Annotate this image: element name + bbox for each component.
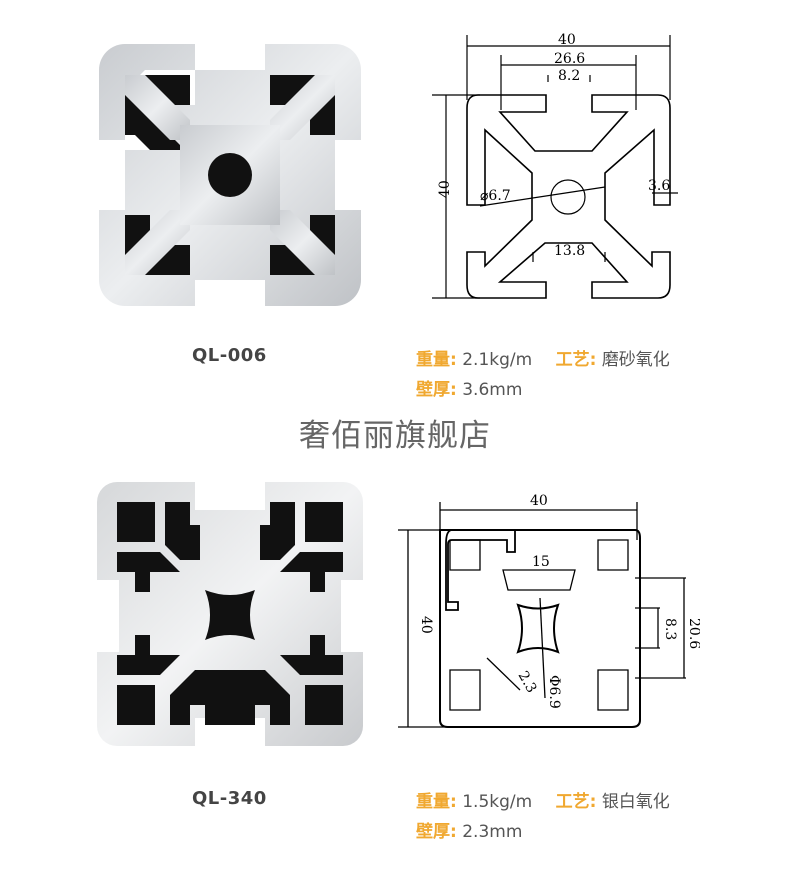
spec-row-wall-ql-006: 壁厚: 3.6mm <box>416 375 522 400</box>
dim-wall: 2.3 <box>515 669 540 696</box>
process-value: 磨砂氧化 <box>601 350 670 370</box>
wall-value: 3.6mm <box>462 380 523 400</box>
wall-label: 壁厚: <box>416 380 457 400</box>
weight-label: 重量: <box>416 350 457 370</box>
dim-width: 40 <box>558 32 576 48</box>
spec-row-wall-ql-340: 壁厚: 2.3mm <box>416 817 522 842</box>
dim-core: 15 <box>532 554 550 570</box>
spec-row-weight-process-ql-340: 重量: 1.5kg/m 工艺: 银白氧化 <box>416 787 670 812</box>
dim-core: 13.8 <box>554 243 585 259</box>
technical-drawing-ql-006: 40 26.6 8.2 ⌀6.7 3.6 13.8 40 <box>432 32 678 299</box>
dim-outer-span: 20.6 <box>686 618 700 649</box>
process-label: 工艺: <box>555 792 597 812</box>
dim-slot: 8.3 <box>662 618 678 640</box>
technical-drawing-ql-340: 40 15 40 20.6 8.3 2.3 Φ6.9 <box>398 493 700 728</box>
dim-hole: Φ6.9 <box>546 675 562 709</box>
profile-photo-ql-006 <box>95 40 365 310</box>
model-number-ql-340: QL-340 <box>192 788 267 809</box>
dim-height: 40 <box>418 616 434 634</box>
wall-label: 壁厚: <box>416 822 457 842</box>
model-number-ql-006: QL-006 <box>192 345 267 366</box>
process-label: 工艺: <box>555 350 597 370</box>
wall-value: 2.3mm <box>462 822 523 842</box>
process-value: 银白氧化 <box>601 792 670 812</box>
weight-value: 1.5kg/m <box>462 792 533 812</box>
dim-inner: 26.6 <box>554 51 585 67</box>
weight-label: 重量: <box>416 792 457 812</box>
profile-photo-ql-340 <box>95 480 365 750</box>
weight-value: 2.1kg/m <box>462 350 533 370</box>
dim-width: 40 <box>530 493 548 509</box>
dim-hole: ⌀6.7 <box>480 188 511 204</box>
dim-slot: 8.2 <box>558 68 580 84</box>
spec-row-weight-process-ql-006: 重量: 2.1kg/m 工艺: 磨砂氧化 <box>416 345 670 370</box>
dim-height: 40 <box>437 180 453 198</box>
dim-wall: 3.6 <box>648 178 670 194</box>
store-name: 奢佰丽旗舰店 <box>299 418 491 454</box>
